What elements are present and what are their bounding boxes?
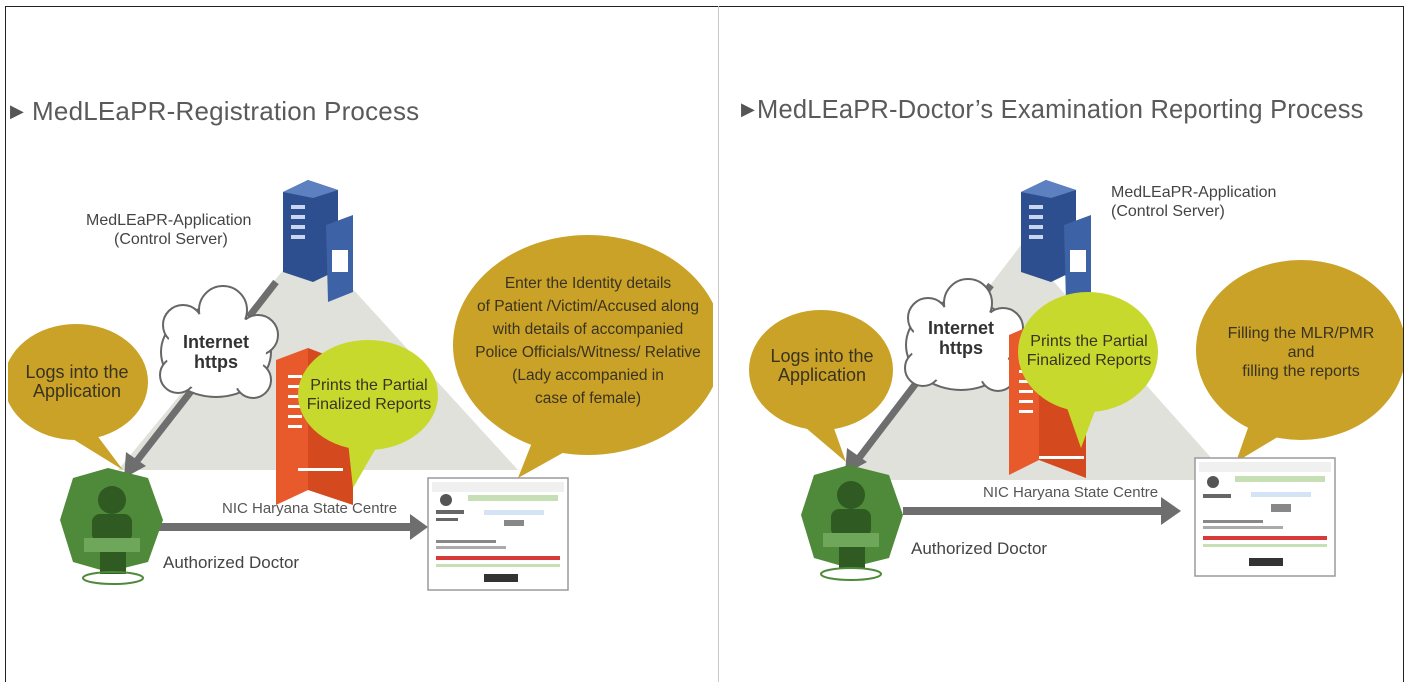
page-title: ▶ MedLEaPR-Registration Process <box>10 96 419 127</box>
print-bubble-text: Prints the Partial Finalized Reports <box>298 376 440 414</box>
server-label-line2: (Control Server) <box>114 231 228 248</box>
arrowhead-right <box>1161 497 1181 525</box>
print-bubble-line2: Finalized Reports <box>1026 352 1152 369</box>
details-bubble-text: Enter the Identity details of Patient /V… <box>455 272 713 410</box>
login-bubble-line2: Application <box>32 381 122 401</box>
examination-process-panel: ▶MedLEaPR-Doctor’s Examination Reporting… <box>721 0 1403 682</box>
cloud-label-line2: https <box>939 338 983 358</box>
details-line-1: Enter the Identity details <box>504 275 672 292</box>
title-text: MedLEaPR-Registration Process <box>32 96 420 126</box>
doctor-icon <box>801 465 903 581</box>
login-bubble-shape <box>749 310 893 462</box>
details-line-4: Police Officials/Witness/ Relative <box>475 344 701 361</box>
print-bubble-shape <box>1018 292 1158 448</box>
arrowhead-right <box>410 514 428 540</box>
server-label: MedLEaPR-Application (Control Server) <box>86 211 251 249</box>
details-line-2: of Patient /Victim/Accused along <box>476 298 699 315</box>
details-line-3: with details of accompanied <box>492 321 684 338</box>
server-icon <box>1021 180 1091 302</box>
title-text: MedLEaPR-Doctor’s Examination Reporting … <box>757 96 1364 124</box>
print-bubble-text: Prints the Partial Finalized Reports <box>1018 332 1160 370</box>
doctor-icon <box>60 468 163 585</box>
server-label: MedLEaPR-Application (Control Server) <box>1111 183 1276 221</box>
filling-bubble-text: Filling the MLR/PMR and filling the repo… <box>1203 324 1399 381</box>
nic-label: NIC Haryana State Centre <box>222 500 398 517</box>
login-bubble-text: Logs into the Application <box>8 363 150 401</box>
screenshot-icon <box>427 477 569 591</box>
registration-diagram <box>8 180 713 591</box>
screenshot-icon <box>1194 457 1336 577</box>
login-bubble-text: Logs into the Application <box>749 347 895 385</box>
cloud-label-line1: Internet <box>182 332 249 352</box>
server-label-line1: MedLEaPR-Application <box>1111 184 1277 201</box>
login-bubble-line1: Logs into the <box>770 346 874 366</box>
panel-divider <box>718 6 719 682</box>
filling-bubble-line1: Filling the MLR/PMR <box>1227 325 1375 342</box>
doctor-label: Authorized Doctor <box>911 539 1048 558</box>
details-bubble-shape <box>453 235 713 478</box>
arrowhead-down-left <box>124 452 146 478</box>
cloud-label-line2: https <box>194 352 238 372</box>
print-bubble-line1: Prints the Partial <box>310 377 428 394</box>
cloud-label-line1: Internet <box>927 318 994 338</box>
cloud-icon <box>159 285 279 399</box>
cloud-label: Internet https <box>168 332 264 372</box>
doctor-label: Authorized Doctor <box>163 553 300 572</box>
filling-bubble-line2: and <box>1287 344 1315 361</box>
filling-bubble-shape <box>1196 260 1403 462</box>
details-line-5: (Lady accompanied in <box>512 367 664 384</box>
slide-frame <box>5 6 1404 682</box>
registration-process-panel: ▶ MedLEaPR-Registration Process MedLEaPR-… <box>8 0 713 682</box>
print-bubble-line1: Prints the Partial <box>1030 333 1148 350</box>
print-bubble-line2: Finalized Reports <box>306 396 432 413</box>
nic-label: NIC Haryana State Centre <box>983 484 1159 501</box>
login-bubble-line2: Application <box>777 365 867 385</box>
details-line-6: case of female) <box>535 390 641 407</box>
examination-diagram <box>749 180 1403 581</box>
login-bubble-line1: Logs into the <box>25 362 129 382</box>
login-bubble-shape <box>8 324 148 470</box>
bullet-marker-icon: ▶ <box>741 99 756 119</box>
bullet-marker-icon: ▶ <box>10 101 25 121</box>
server-label-line2: (Control Server) <box>1111 203 1225 220</box>
filling-bubble-line3: filling the reports <box>1242 363 1360 380</box>
page-title: ▶MedLEaPR-Doctor’s Examination Reporting… <box>741 96 1364 125</box>
print-bubble-shape <box>298 340 438 488</box>
server-icon <box>283 180 353 302</box>
server-label-line1: MedLEaPR-Application <box>86 212 252 229</box>
cloud-icon <box>904 278 1024 392</box>
cloud-label: Internet https <box>913 318 1009 358</box>
